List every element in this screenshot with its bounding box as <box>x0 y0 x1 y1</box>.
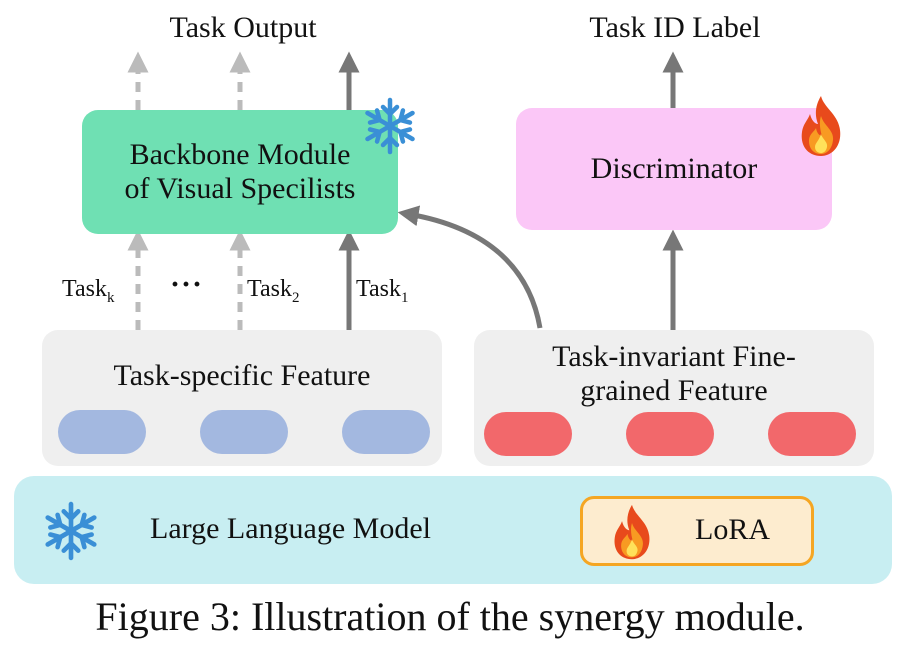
task-invariant-feature-label: Task-invariant Fine- grained Feature <box>474 338 874 410</box>
task-k-label: Taskk <box>62 276 114 307</box>
snowflake-icon <box>365 97 415 155</box>
task-2-subscript: 2 <box>291 289 300 306</box>
backbone-label-line2: of Visual Specilists <box>124 172 356 205</box>
task-specific-token-3 <box>342 410 430 454</box>
task-id-label: Task ID Label <box>589 11 761 44</box>
llm-label: Large Language Model <box>150 512 432 545</box>
task-specific-feature-panel: Task-specific Feature <box>42 330 442 466</box>
backbone-label-line1: Backbone Module <box>129 138 351 171</box>
task-invariant-token-3 <box>768 412 856 456</box>
task-invariant-token-1 <box>484 412 572 456</box>
lora-fire-icon <box>614 504 650 560</box>
task-k-subscript: k <box>106 289 115 306</box>
task-2-label: Task2 <box>247 276 299 307</box>
llm-snowflake-icon <box>45 501 97 561</box>
fire-icon <box>801 96 841 156</box>
task-invariant-label-line1: Task-invariant Fine- <box>552 340 796 373</box>
task-invariant-token-2 <box>626 412 714 456</box>
task-1-text: Task <box>356 276 401 302</box>
task-invariant-feature-panel: Task-invariant Fine- grained Feature <box>474 330 874 466</box>
lora-label: LoRA <box>695 513 770 546</box>
task-1-label: Task1 <box>356 276 408 307</box>
task-output-label: Task Output <box>169 11 317 44</box>
llm-box: Large Language Model LoRA <box>14 476 892 584</box>
backbone-module-box: Backbone Module of Visual Specilists <box>82 110 398 234</box>
figure-caption: Figure 3: Illustration of the synergy mo… <box>95 593 805 639</box>
task-k-text: Task <box>62 276 107 302</box>
task-specific-token-1 <box>58 410 146 454</box>
ellipsis: ··· <box>170 268 204 301</box>
invariant-to-backbone-arrow <box>397 205 543 329</box>
lora-box: LoRA <box>580 496 814 566</box>
task-specific-feature-label: Task-specific Feature <box>113 359 371 392</box>
task-2-text: Task <box>247 276 292 302</box>
task-invariant-label-line2: grained Feature <box>580 374 768 407</box>
task-specific-token-2 <box>200 410 288 454</box>
task-1-subscript: 1 <box>400 289 409 306</box>
discriminator-box: Discriminator <box>516 108 832 230</box>
